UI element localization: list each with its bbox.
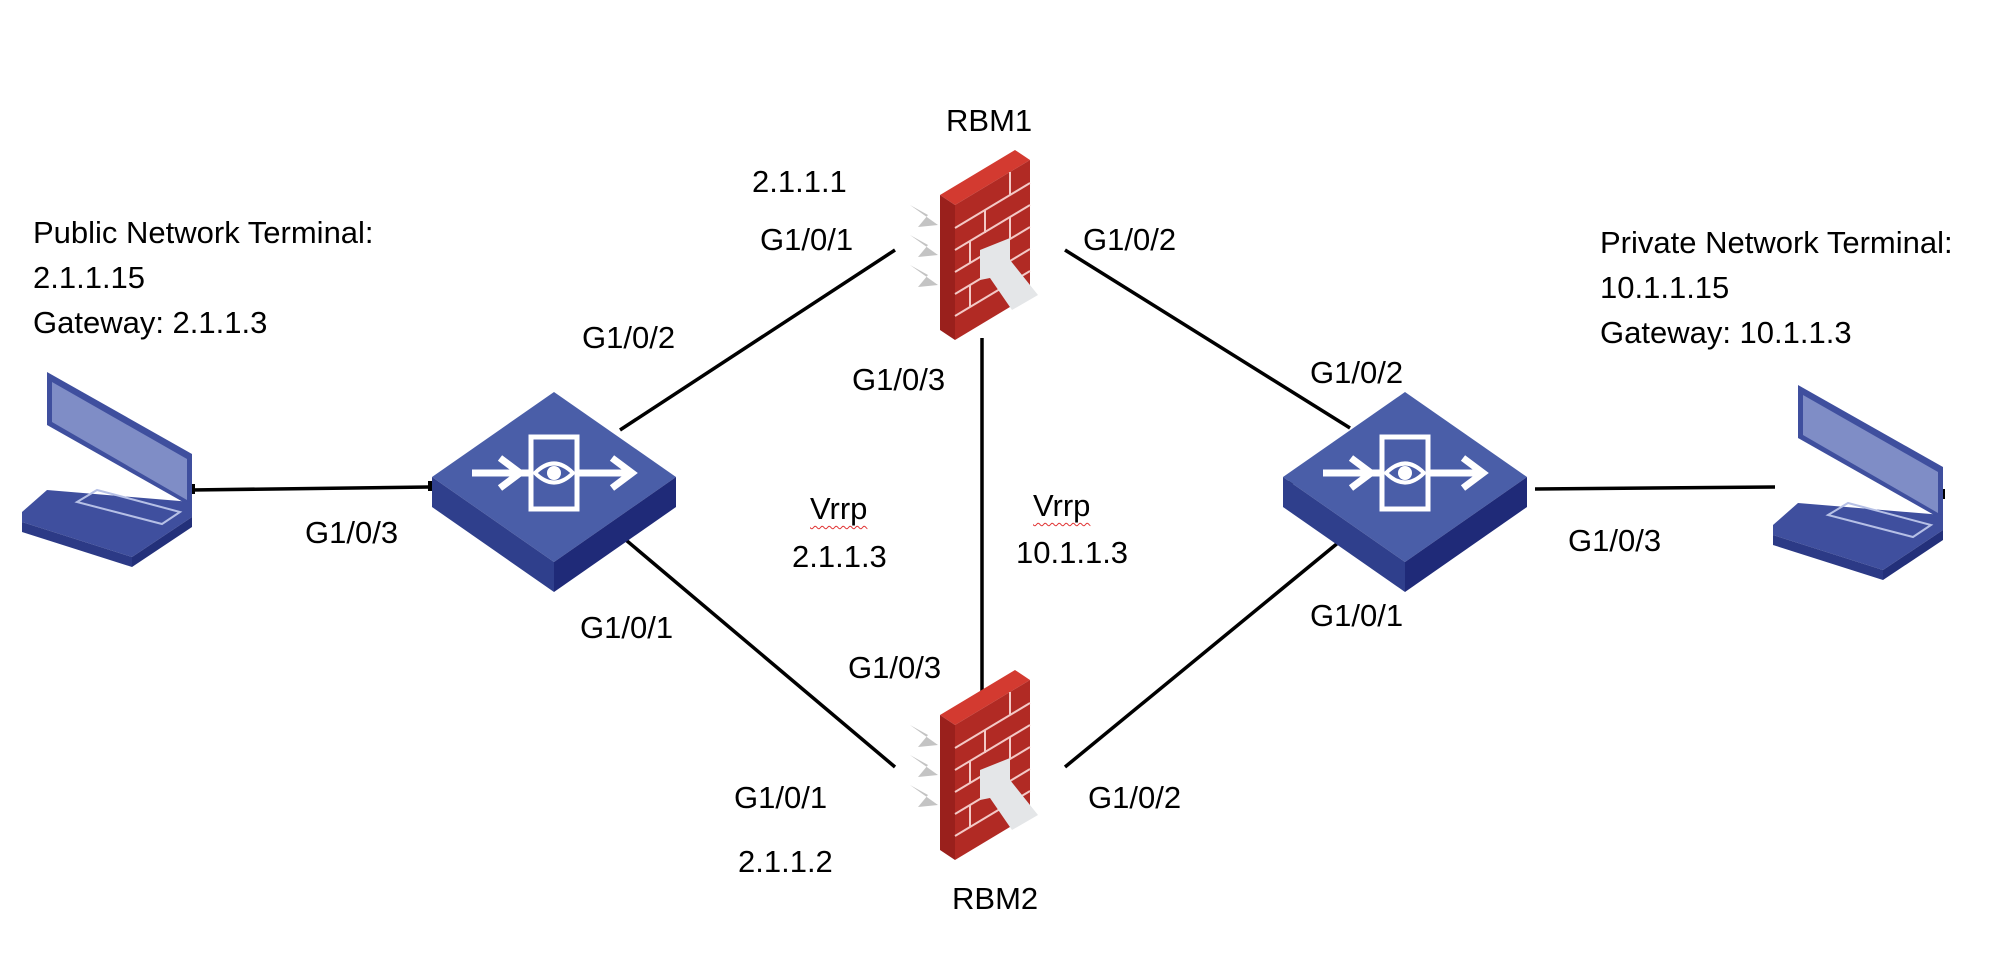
private-terminal-laptop-icon bbox=[1772, 384, 1944, 581]
link-public-terminal-to-left-switch bbox=[189, 485, 431, 492]
rbm2-name-label: RBM2 bbox=[952, 881, 1039, 916]
rbm1-port-right-label: G1/0/2 bbox=[1083, 222, 1177, 257]
link-rbm1-to-right-switch bbox=[1064, 248, 1351, 430]
link-left-switch-to-rbm1 bbox=[619, 248, 896, 432]
private-terminal-info: Private Network Terminal: 10.1.1.15 Gate… bbox=[1600, 220, 1953, 355]
public-terminal-gateway: Gateway: 2.1.1.3 bbox=[33, 305, 268, 340]
private-terminal-ip: 10.1.1.15 bbox=[1600, 270, 1730, 305]
rbm2-ip-label: 2.1.1.2 bbox=[738, 844, 833, 879]
rbm2-port-right-label: G1/0/2 bbox=[1088, 780, 1182, 815]
rbm1-firewall-icon bbox=[909, 149, 1039, 341]
private-terminal-title: Private Network Terminal: bbox=[1600, 225, 1953, 260]
vrrp-public-label: Vrrp bbox=[810, 491, 868, 526]
left-switch-port-up-label: G1/0/2 bbox=[582, 320, 676, 355]
rbm2-port-up-label: G1/0/3 bbox=[848, 650, 942, 685]
public-terminal-ip: 2.1.1.15 bbox=[33, 260, 146, 295]
rbm2-firewall-icon bbox=[909, 669, 1039, 861]
public-terminal-title: Public Network Terminal: bbox=[33, 215, 374, 250]
vrrp-private-ip: 10.1.1.3 bbox=[1016, 535, 1129, 570]
left-switch-ips-icon bbox=[432, 392, 676, 592]
right-switch-port-up-label: G1/0/2 bbox=[1310, 355, 1404, 390]
private-terminal-gateway: Gateway: 10.1.1.3 bbox=[1600, 315, 1852, 350]
private-link-port-label: G1/0/3 bbox=[1568, 523, 1662, 558]
rbm1-ip-label: 2.1.1.1 bbox=[752, 164, 847, 199]
rbm1-port-left-label: G1/0/1 bbox=[760, 222, 854, 257]
link-rbm2-to-right-switch bbox=[1063, 531, 1352, 769]
public-link-port-label: G1/0/3 bbox=[305, 515, 399, 550]
link-left-switch-to-rbm2 bbox=[618, 533, 897, 769]
right-switch-port-down-label: G1/0/1 bbox=[1310, 598, 1404, 633]
rbm1-name-label: RBM1 bbox=[946, 103, 1033, 138]
vrrp-private-label: Vrrp bbox=[1033, 488, 1091, 523]
rbm2-port-left-label: G1/0/1 bbox=[734, 780, 828, 815]
vrrp-public-ip: 2.1.1.3 bbox=[792, 539, 887, 574]
right-switch-ips-icon bbox=[1283, 392, 1527, 592]
rbm1-port-down-label: G1/0/3 bbox=[852, 362, 946, 397]
left-switch-port-down-label: G1/0/1 bbox=[580, 610, 674, 645]
link-right-switch-to-private-terminal bbox=[1534, 485, 1776, 491]
public-terminal-info: Public Network Terminal: 2.1.1.15 Gatewa… bbox=[33, 210, 374, 345]
public-terminal-laptop-icon bbox=[21, 371, 193, 568]
